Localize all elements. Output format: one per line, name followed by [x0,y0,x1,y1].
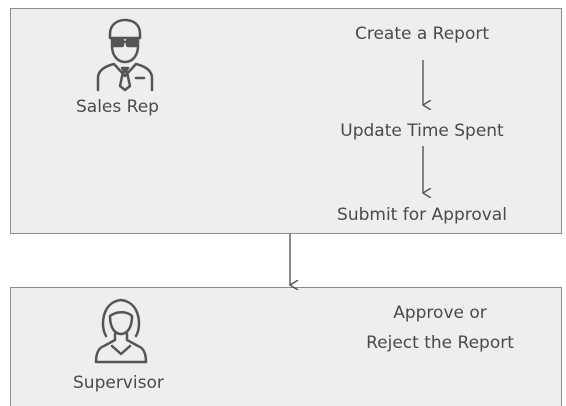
supervisor-woman-icon [94,298,148,364]
step-update-time-spent: Update Time Spent [340,121,504,141]
step-approve-line-1: Approve or [393,303,487,323]
step-create-report: Create a Report [354,24,490,44]
role-label-sales-rep: Sales Rep [76,97,159,117]
role-label-supervisor: Supervisor [73,373,164,393]
step-approve-line-2: Reject the Report [366,333,514,353]
lane-sales-rep [10,8,562,234]
step-submit-for-approval: Submit for Approval [337,205,507,225]
salesperson-icon [96,18,154,92]
